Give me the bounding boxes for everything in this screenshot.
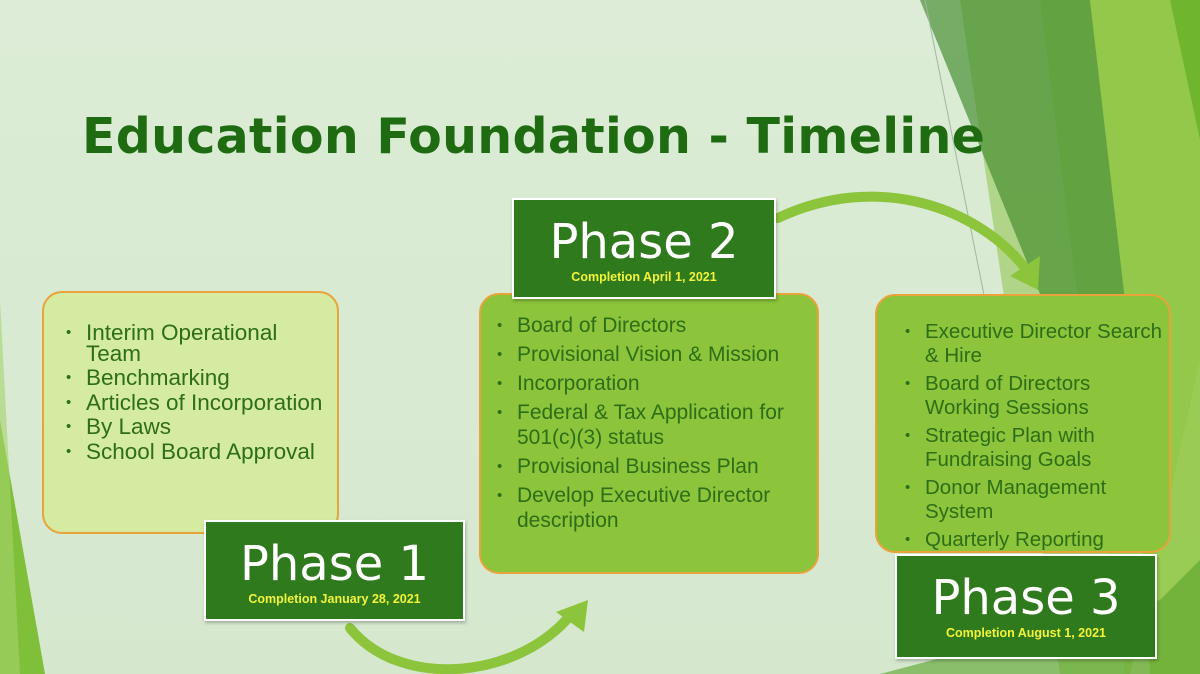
- list-item: Provisional Vision & Mission: [481, 342, 817, 367]
- list-item: Board of Directors: [481, 313, 817, 338]
- arrow-phase2-to-phase3: [773, 191, 1030, 273]
- list-item: School Board Approval: [44, 440, 337, 463]
- list-item: Develop Executive Director description: [481, 483, 817, 533]
- phase-2-list: Board of Directors Provisional Vision & …: [481, 295, 817, 533]
- arrow-phase1-to-phase2-head: [556, 600, 588, 632]
- bg-facet-left-light: [0, 300, 20, 674]
- slide-title: Education Foundation - Timeline: [82, 108, 986, 165]
- arrow-phase1-to-phase2: [345, 607, 578, 674]
- phase-3-details: Executive Director Search & Hire Board o…: [875, 294, 1171, 553]
- list-item: Incorporation: [481, 371, 817, 396]
- phase-1-details: Interim Operational Team Benchmarking Ar…: [42, 291, 339, 534]
- list-item: Quarterly Reporting: [877, 528, 1169, 552]
- list-item: Articles of Incorporation: [44, 391, 337, 414]
- list-item: By Laws: [44, 416, 337, 438]
- bg-facet-bright: [1170, 0, 1200, 140]
- phase-3-list: Executive Director Search & Hire Board o…: [877, 296, 1169, 552]
- phase-3-label: Phase 3 Completion August 1, 2021: [895, 554, 1157, 659]
- list-item: Executive Director Search & Hire: [877, 320, 1169, 368]
- bg-facet-dark: [920, 0, 1125, 300]
- phase-2-name: Phase 2: [549, 214, 739, 270]
- list-item: Strategic Plan with Fundraising Goals: [877, 424, 1169, 472]
- list-item: Benchmarking: [44, 367, 337, 389]
- phase-1-list: Interim Operational Team Benchmarking Ar…: [44, 293, 337, 462]
- list-item: Provisional Business Plan: [481, 454, 817, 479]
- list-item: Board of Directors Working Sessions: [877, 372, 1169, 420]
- phase-2-label: Phase 2 Completion April 1, 2021: [512, 198, 776, 299]
- arrow-phase2-to-phase3-head: [1010, 256, 1040, 290]
- phase-1-label: Phase 1 Completion January 28, 2021: [204, 520, 465, 621]
- phase-2-details: Board of Directors Provisional Vision & …: [479, 293, 819, 574]
- list-item: Interim Operational Team: [44, 321, 337, 364]
- phase-3-name: Phase 3: [931, 570, 1121, 626]
- list-item: Donor Management System: [877, 476, 1169, 524]
- bg-line: [924, 0, 986, 301]
- phase-3-completion: Completion August 1, 2021: [946, 626, 1106, 640]
- phase-1-completion: Completion January 28, 2021: [248, 592, 421, 606]
- phase-2-completion: Completion April 1, 2021: [571, 270, 717, 284]
- phase-1-name: Phase 1: [239, 536, 430, 592]
- list-item: Federal & Tax Application for 501(c)(3) …: [481, 400, 817, 450]
